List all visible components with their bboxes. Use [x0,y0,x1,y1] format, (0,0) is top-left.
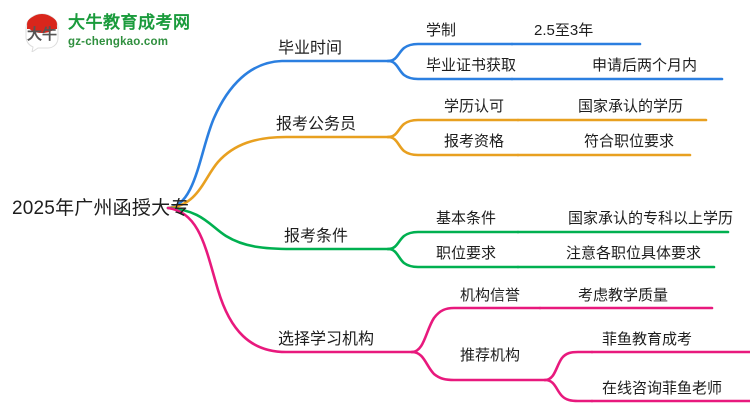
sub-label-certificate-acquire[interactable]: 毕业证书获取 [426,57,517,74]
leaf-label-feiyu-education[interactable]: 菲鱼教育成考 [602,331,693,348]
connector-root-to-branch-2 [166,135,390,210]
connector-subfork-top [543,350,594,382]
sub-label-basic-conditions[interactable]: 基本条件 [436,210,497,227]
sub-label-degree-recognition[interactable]: 学历认可 [444,98,505,115]
sub-label-institution-reputation[interactable]: 机构信誉 [460,287,521,304]
logo-title: 大牛教育成考网 [68,13,191,32]
leaf-label-study-system-value[interactable]: 2.5至3年 [534,22,594,39]
leaf-label-certificate-acquire-value[interactable]: 申请后两个月内 [592,57,698,74]
leaf-label-institution-reputation-value[interactable]: 考虑教学质量 [578,287,669,304]
sub-label-study-system[interactable]: 学制 [426,22,457,39]
branch-label-application-requirements[interactable]: 报考条件 [284,228,349,245]
connector-subfork-bottom [543,378,594,403]
connector-branch-3-fork-bottom [386,247,520,269]
connector-branch-1-fork-bottom [386,59,514,81]
connector-root-to-branch-3 [166,206,390,251]
logo-badge-icon: 大牛 [25,13,59,52]
branch-label-civil-servant[interactable]: 报考公务员 [276,116,357,133]
root-node-label[interactable]: 2025年广州函授大专 [12,198,190,219]
sub-label-position-requirements[interactable]: 职位要求 [436,245,497,262]
connector-branch-2-fork-bottom [386,135,520,157]
connector-branch-4-fork-bottom [410,350,547,382]
connector-branch-1-fork-top [386,42,514,63]
sub-label-recommended-institution[interactable]: 推荐机构 [460,347,521,364]
site-logo: 大牛 大牛教育成考网 gz-chengkao.com [22,10,190,54]
branch-label-choose-institution[interactable]: 选择学习机构 [278,331,375,348]
leaf-label-application-eligibility-value[interactable]: 符合职位要求 [584,133,675,150]
logo-subtitle: gz-chengkao.com [68,36,169,48]
connector-branch-2-fork-top [386,118,520,139]
svg-text:大牛: 大牛 [27,25,57,43]
connector-branch-3-fork-top [386,230,520,251]
branch-label-graduation-time[interactable]: 毕业时间 [278,40,343,57]
leaf-label-position-requirements-value[interactable]: 注意各职位具体要求 [566,245,702,262]
leaf-label-basic-conditions-value[interactable]: 国家承认的专科以上学历 [568,210,734,227]
sub-label-application-eligibility[interactable]: 报考资格 [444,133,505,150]
leaf-label-degree-recognition-value[interactable]: 国家承认的学历 [578,98,684,115]
connector-branch-4-fork-top [410,306,542,354]
connector-root-to-branch-1 [166,59,390,210]
leaf-label-feiyu-teacher-consult[interactable]: 在线咨询菲鱼老师 [602,380,723,397]
connector-root-to-branch-4 [166,206,414,354]
